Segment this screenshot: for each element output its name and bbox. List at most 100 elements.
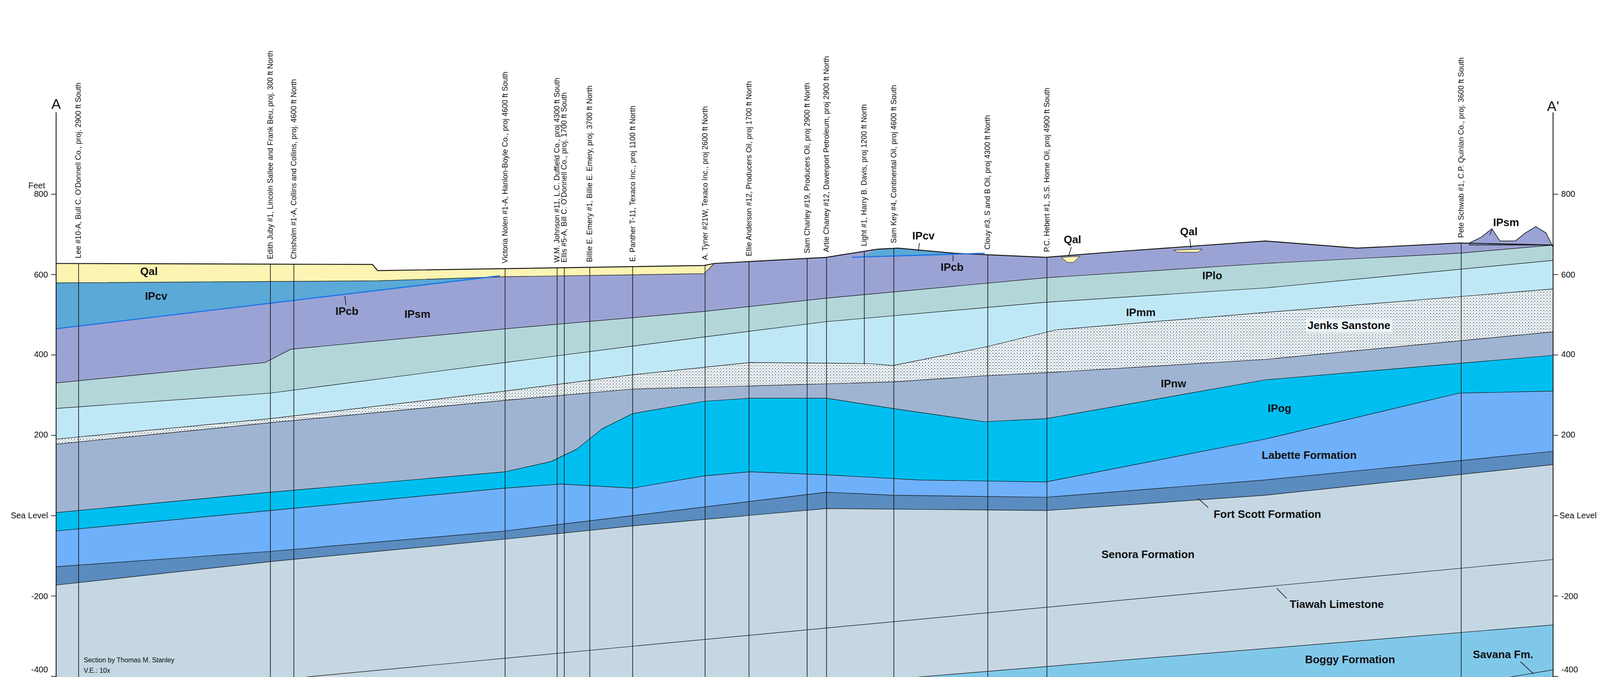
leader-line <box>918 242 920 252</box>
well-name: Pete Schwab #1, C.P. Quinlan Co., proj. … <box>1457 57 1466 238</box>
well-line <box>987 254 989 677</box>
well-line <box>564 267 565 677</box>
contact-line <box>56 263 715 283</box>
axis-label: A <box>51 96 62 112</box>
formation-label: IPsm <box>1493 216 1520 229</box>
well-line <box>806 258 808 677</box>
jenks-layer <box>56 288 1554 677</box>
ipog-layer <box>56 355 1554 677</box>
contact-line <box>56 355 1554 513</box>
axis-label: A' <box>1546 98 1559 114</box>
well-name: Light #1, Harry B. Davis, proj 1200 ft N… <box>860 104 869 247</box>
well-name: Sam Key #4, Continental Oil, proj 4600 f… <box>889 84 898 244</box>
axis-tick <box>51 354 57 356</box>
leader-line <box>1276 587 1287 598</box>
formation-label: Qal <box>1179 225 1198 238</box>
well-line <box>504 268 506 677</box>
axis-tick <box>51 274 57 275</box>
contact-line <box>918 624 1554 677</box>
well-line <box>1461 243 1462 677</box>
axis-label: 400 <box>33 349 48 359</box>
well-line <box>556 267 558 677</box>
jenks-pattern <box>56 288 1554 677</box>
formation-label: Boggy Formation <box>1305 653 1395 665</box>
well-name: Lee #10-A, Bull C. O'Donnell Co., proj. … <box>74 82 83 259</box>
axis-label: V.E.: 10x <box>83 666 111 675</box>
formation-label: IPcv <box>912 230 935 242</box>
well-line <box>864 251 865 365</box>
axis-tick <box>1553 595 1559 597</box>
axis-line <box>55 112 57 677</box>
axis-tick <box>51 193 57 195</box>
formation-label: IPcb <box>335 305 359 317</box>
formation-label: Labette Formation <box>1261 449 1357 461</box>
formation-label: Jenks Sanstone <box>1305 319 1393 332</box>
well-line <box>748 261 750 677</box>
contact-line <box>1510 669 1553 677</box>
axis-label: 800 <box>1561 189 1575 199</box>
formation-label: IPcb <box>940 261 964 273</box>
formation-label: Tiawah Limestone <box>1289 598 1384 610</box>
boggy-layer <box>918 624 1554 677</box>
leader-line <box>1197 497 1208 508</box>
formation-label: IPsm <box>404 308 431 320</box>
formation-label: Fort Scott Formation <box>1213 508 1321 520</box>
axis-label: -400 <box>1561 664 1578 674</box>
well-line <box>589 266 591 677</box>
formation-label: Senora Formation <box>1101 548 1195 560</box>
well-line <box>704 265 706 677</box>
leader-line <box>1489 229 1493 235</box>
contact-line <box>306 559 1554 677</box>
contact-line <box>56 464 1554 585</box>
formation-label: IPnw <box>1160 377 1187 390</box>
well-name: A. Tyner #21W, Texaco Inc., proj 2600 ft… <box>701 106 710 261</box>
axis-tick <box>1553 354 1559 356</box>
well-line <box>270 264 272 677</box>
axis-tick <box>51 515 57 516</box>
axis-label: 400 <box>1561 349 1575 359</box>
contact-line <box>56 451 1554 567</box>
well-line <box>632 266 634 677</box>
qal-lens <box>1173 248 1203 252</box>
contact-line <box>56 260 1554 409</box>
axis-line <box>1552 112 1554 677</box>
axis-label: -200 <box>31 591 49 601</box>
qal-lens <box>1061 256 1080 263</box>
axis-tick <box>51 595 57 597</box>
contact-line <box>56 288 1554 439</box>
formation-label: IPcv <box>144 290 168 302</box>
well-name: Ellie Anderson #12, Producers Oil, proj … <box>745 81 754 257</box>
well-line <box>893 248 895 677</box>
well-name: Clouy #3, S and B Oil, proj 4300 ft Nort… <box>983 115 992 250</box>
coal-bed-line <box>851 253 985 258</box>
axis-label: Section by Thomas M. Stanley <box>83 656 175 664</box>
well-name: Ellis #5-A, Bill C. O'Donnell Co., proj.… <box>560 92 569 263</box>
leader-line <box>1068 246 1072 257</box>
formation-label: IPmm <box>1125 306 1156 318</box>
axis-label: 600 <box>33 270 48 280</box>
axis-tick <box>1553 515 1559 516</box>
axis-label: -200 <box>1561 591 1578 601</box>
well-name: Victoria Nolen #1-A, Hanlon-Boyle Co., p… <box>501 71 510 264</box>
well-name: Artie Chaney #12, Davenport Petroleum, p… <box>822 56 831 252</box>
axis-label: 200 <box>1561 430 1575 439</box>
axis-label: Feet <box>28 181 46 190</box>
axis-label: -400 <box>31 664 49 674</box>
well-name: Chisholm #1-A, Collins and Collins, proj… <box>289 79 298 259</box>
senora-layer <box>56 464 1554 677</box>
leader-line <box>1189 238 1191 249</box>
axis-label: 800 <box>33 189 48 199</box>
formation-label: Savana Fm. <box>1472 648 1534 660</box>
axis-label: Sea Level <box>1559 510 1597 520</box>
ipsm-layer <box>56 241 1554 677</box>
coal-bed-line <box>56 275 500 329</box>
formation-label: IPlo <box>1202 269 1223 282</box>
axis-tick <box>1553 193 1559 195</box>
well-name: E. Panther T-11, Texaco Inc., proj 1100 … <box>628 105 637 262</box>
formation-label: Qal <box>140 265 158 277</box>
well-line <box>1046 256 1048 677</box>
fort-scott-layer <box>56 451 1554 677</box>
well-name: P.C. Hebert #1, S.S. Home Oil, proj 4900… <box>1043 87 1052 252</box>
iplo-layer <box>56 244 1554 677</box>
